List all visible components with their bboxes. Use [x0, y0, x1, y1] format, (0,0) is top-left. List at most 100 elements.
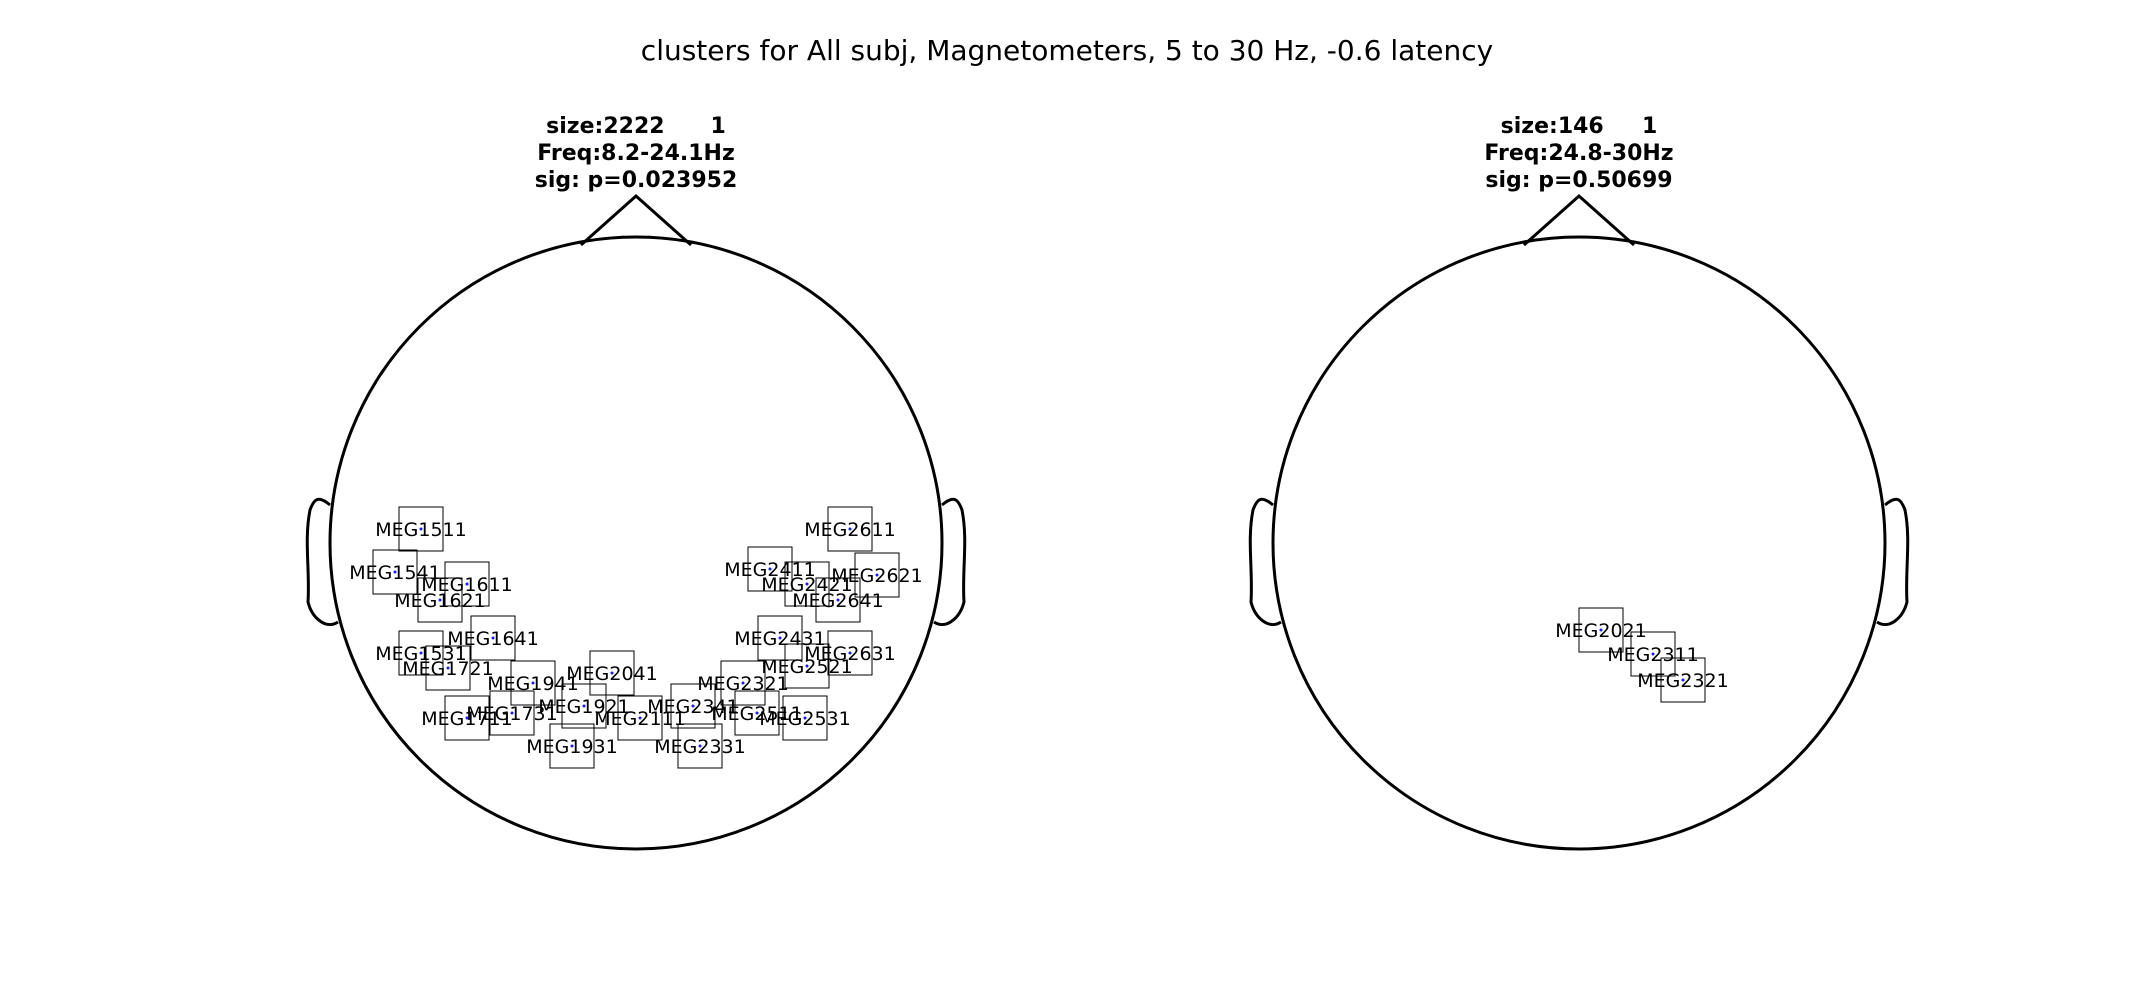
head-circle — [1271, 235, 1887, 851]
channel-box — [444, 695, 490, 741]
channel-box — [854, 552, 900, 598]
channel-box — [782, 695, 828, 741]
channel-label: MEG1511 — [375, 519, 466, 541]
channel-label: MEG1931 — [526, 736, 617, 758]
channel-meg1941: MEG1941 — [487, 660, 579, 706]
channel-label: MEG2331 — [654, 736, 745, 758]
channel-meg2531: MEG2531 — [759, 695, 851, 741]
sensor-dot — [698, 744, 702, 748]
channel-box — [815, 577, 861, 623]
channel-box — [734, 690, 780, 736]
channel-meg2111: MEG2111 — [594, 695, 686, 741]
channel-meg1611: MEG1611 — [421, 561, 513, 607]
channel-box — [510, 660, 556, 706]
channel-meg1621: MEG1621 — [394, 577, 486, 623]
sensor-dot — [778, 636, 782, 640]
channel-label: MEG2111 — [594, 708, 685, 730]
head-circle — [328, 235, 944, 851]
cluster-sig-label: sig: p=0.50699 — [1485, 168, 1672, 193]
channel-meg2321: MEG2321 — [697, 660, 789, 706]
channel-box — [617, 695, 663, 741]
channel-label: MEG2521 — [761, 656, 852, 678]
topoplot-panel-2: size:146 1 Freq:24.8-30Hz sig: p=0.50699… — [1248, 114, 1910, 851]
channel-box — [1578, 607, 1624, 653]
channel-box — [1660, 657, 1706, 703]
channel-meg2041: MEG2041 — [566, 650, 658, 696]
channel-label: MEG2321 — [697, 673, 788, 695]
channel-label: MEG2511 — [711, 703, 802, 725]
sensor-dot — [755, 711, 759, 715]
channel-box — [589, 650, 635, 696]
channel-label: MEG2621 — [831, 565, 922, 587]
right-ear — [1876, 497, 1910, 626]
channel-meg2331: MEG2331 — [654, 723, 746, 769]
channel-meg2621: MEG2621 — [831, 552, 923, 598]
sensor-dot — [610, 671, 614, 675]
sensor-dot — [491, 636, 495, 640]
sensor-dot — [465, 582, 469, 586]
channel-label: MEG2041 — [566, 663, 657, 685]
right-ear — [933, 497, 967, 626]
cluster-size-label: size:146 1 — [1501, 114, 1658, 139]
channel-meg2411: MEG2411 — [724, 546, 816, 592]
channel-meg1921: MEG1921 — [538, 683, 630, 729]
sensor-dot — [805, 582, 809, 586]
channel-meg2321: MEG2321 — [1637, 657, 1729, 703]
channel-label: MEG1731 — [466, 703, 557, 725]
channel-label: MEG1641 — [447, 628, 538, 650]
channel-meg1721: MEG1721 — [402, 645, 494, 691]
channel-label: MEG2021 — [1555, 620, 1646, 642]
channel-label: MEG1531 — [375, 643, 466, 665]
sensor-dot — [465, 716, 469, 720]
channel-box — [827, 506, 873, 552]
sensor-dot — [393, 570, 397, 574]
channel-label: MEG2531 — [759, 708, 850, 730]
channel-meg1641: MEG1641 — [447, 615, 539, 661]
channel-label: MEG2341 — [647, 696, 738, 718]
sensor-dot — [419, 651, 423, 655]
sensor-dot — [419, 527, 423, 531]
sensor-dot — [803, 716, 807, 720]
channel-meg1931: MEG1931 — [526, 723, 618, 769]
cluster-sig-label: sig: p=0.023952 — [535, 168, 738, 193]
channel-meg2611: MEG2611 — [804, 506, 896, 552]
sensor-dot — [1681, 678, 1685, 682]
channel-meg2021: MEG2021 — [1555, 607, 1647, 653]
channel-meg2641: MEG2641 — [792, 577, 884, 623]
channel-label: MEG2631 — [804, 643, 895, 665]
sensor-dot — [848, 527, 852, 531]
channel-box — [677, 723, 723, 769]
sensor-dot — [836, 598, 840, 602]
cluster-size-label: size:2222 1 — [546, 114, 726, 139]
channel-meg1511: MEG1511 — [375, 506, 467, 552]
channel-box — [670, 683, 716, 729]
channel-label: MEG2311 — [1607, 644, 1698, 666]
sensor-dot — [582, 704, 586, 708]
channel-box — [827, 630, 873, 676]
cluster-freq-label: Freq:24.8-30Hz — [1484, 141, 1673, 166]
channel-box — [747, 546, 793, 592]
sensor-dot — [768, 567, 772, 571]
sensor-dot — [570, 744, 574, 748]
left-ear — [1248, 497, 1282, 626]
head-outline — [305, 193, 967, 851]
channel-meg2341: MEG2341 — [647, 683, 739, 729]
channel-box — [398, 506, 444, 552]
channel-label: MEG2611 — [804, 519, 895, 541]
channel-label: MEG1941 — [487, 673, 578, 695]
channel-box — [444, 561, 490, 607]
head-outline — [1248, 193, 1910, 851]
channel-meg2631: MEG2631 — [804, 630, 896, 676]
channel-box — [561, 683, 607, 729]
cluster-freq-label: Freq:8.2-24.1Hz — [537, 141, 735, 166]
sensor-dot — [875, 573, 879, 577]
channel-label: MEG1721 — [402, 658, 493, 680]
channel-meg2521: MEG2521 — [761, 643, 853, 689]
channel-meg2511: MEG2511 — [711, 690, 803, 736]
channel-label: MEG2411 — [724, 559, 815, 581]
channel-box — [417, 577, 463, 623]
sensor-dot — [741, 681, 745, 685]
channel-meg1731: MEG1731 — [466, 690, 558, 736]
